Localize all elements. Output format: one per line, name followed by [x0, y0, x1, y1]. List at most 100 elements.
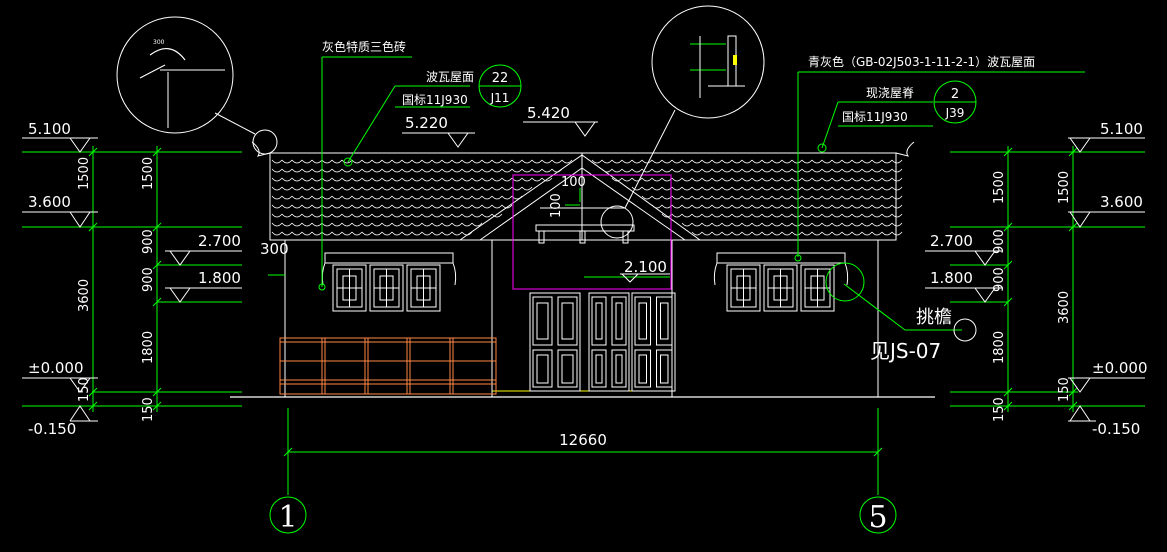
roof-tile [811, 195, 823, 200]
roof-tile [471, 168, 483, 173]
roof-tile [831, 159, 843, 164]
roof-tile [351, 177, 363, 182]
roof-tile [871, 231, 883, 236]
roof-tile [311, 213, 323, 218]
annotation-std-right: 国标11J930 [842, 110, 908, 124]
roof-tile [631, 159, 643, 164]
roof-tile [801, 213, 813, 218]
roof-tile [731, 159, 743, 164]
roof-tile [291, 168, 303, 173]
roof-tile [721, 195, 733, 200]
roof-tile [711, 159, 723, 164]
roof-tile [691, 195, 703, 200]
roof-tile [761, 204, 773, 209]
roof-tile [461, 168, 473, 173]
roof-tile [831, 231, 843, 236]
roof-tile [541, 168, 553, 173]
roof-tile [491, 213, 503, 218]
roof-tile [831, 177, 843, 182]
dim-left-outer-1500: 1500 [77, 157, 92, 190]
roof-tile [451, 177, 463, 182]
roof-tile [861, 186, 873, 191]
roof-tile [771, 204, 783, 209]
roof-tile [301, 204, 313, 209]
roof-tile [481, 159, 493, 164]
roof-tile [841, 159, 853, 164]
elev-left-m150: -0.150 [28, 420, 76, 438]
roof-tile [881, 177, 893, 182]
roof-tile [731, 177, 743, 182]
svg-text:300: 300 [153, 39, 165, 46]
roof-tile [801, 204, 813, 209]
roof-tile [881, 222, 893, 227]
roof-tile [681, 159, 693, 164]
roof-tile [461, 177, 473, 182]
roof-tile [331, 204, 343, 209]
roof-tile [761, 168, 773, 173]
roof-tile [381, 186, 393, 191]
roof-tile [271, 177, 283, 182]
left-dimension-system [22, 146, 242, 412]
roof-tile [771, 195, 783, 200]
roof-tile [341, 204, 353, 209]
roof-tile [361, 168, 373, 173]
roof-tile [721, 204, 733, 209]
roof-tile [881, 195, 893, 200]
roof-tile [701, 204, 713, 209]
roof-tile [321, 231, 333, 236]
roof-tile [381, 231, 393, 236]
roof-tile [821, 177, 833, 182]
annotation-eave-ref: 见JS-07 [870, 339, 941, 363]
dim-overhang: 300 [260, 240, 289, 258]
roof-tile [711, 231, 723, 236]
roof-tile [861, 195, 873, 200]
roof-tile [441, 222, 453, 227]
roof-tile [841, 204, 853, 209]
roof-tile [321, 159, 333, 164]
dim-right-inner-1500: 1500 [992, 171, 1007, 204]
roof-tile [841, 231, 853, 236]
roof-tile [301, 195, 313, 200]
elev-left-2700: 2.700 [198, 232, 241, 250]
lattice-window [406, 264, 441, 312]
roof-tile [741, 186, 753, 191]
roof-tile [761, 186, 773, 191]
roof-tile [731, 222, 743, 227]
roof-tile [431, 168, 443, 173]
roof-tile [361, 159, 373, 164]
roof-tile [701, 177, 713, 182]
roof-tile [741, 213, 753, 218]
roof-tile [881, 213, 893, 218]
roof-tile [651, 195, 663, 200]
roof-tile [841, 213, 853, 218]
roof-tile [381, 159, 393, 164]
roof-tile [411, 159, 423, 164]
roof-tile [411, 177, 423, 182]
roof-tile [281, 168, 293, 173]
roof-tile [321, 168, 333, 173]
dim-left-outer-3600: 3600 [77, 279, 92, 312]
roof-tile [791, 195, 803, 200]
facade-elevation-markers [402, 121, 670, 283]
roof-tile [741, 159, 753, 164]
roof-tile [821, 159, 833, 164]
roof-tile [291, 159, 303, 164]
roof-tile [441, 159, 453, 164]
roof-tile [851, 159, 863, 164]
roof-tile [491, 168, 503, 173]
dim-left-outer-150: 150 [77, 377, 92, 402]
roof-tile [451, 213, 463, 218]
roof-tile [891, 186, 903, 191]
lattice-door [529, 292, 581, 392]
roof-tile [731, 195, 743, 200]
roof-tile [811, 168, 823, 173]
roof-tile [281, 231, 293, 236]
roof-tile [381, 213, 393, 218]
dim-left-inner-1500: 1500 [141, 157, 156, 190]
dim-right-inner-1800: 1800 [992, 331, 1007, 364]
roof-tile [771, 168, 783, 173]
dim-left-inner-900a: 900 [141, 229, 156, 254]
roof-tile [761, 159, 773, 164]
grid-axis-left: 1 [278, 500, 297, 535]
roof-tile [461, 195, 473, 200]
